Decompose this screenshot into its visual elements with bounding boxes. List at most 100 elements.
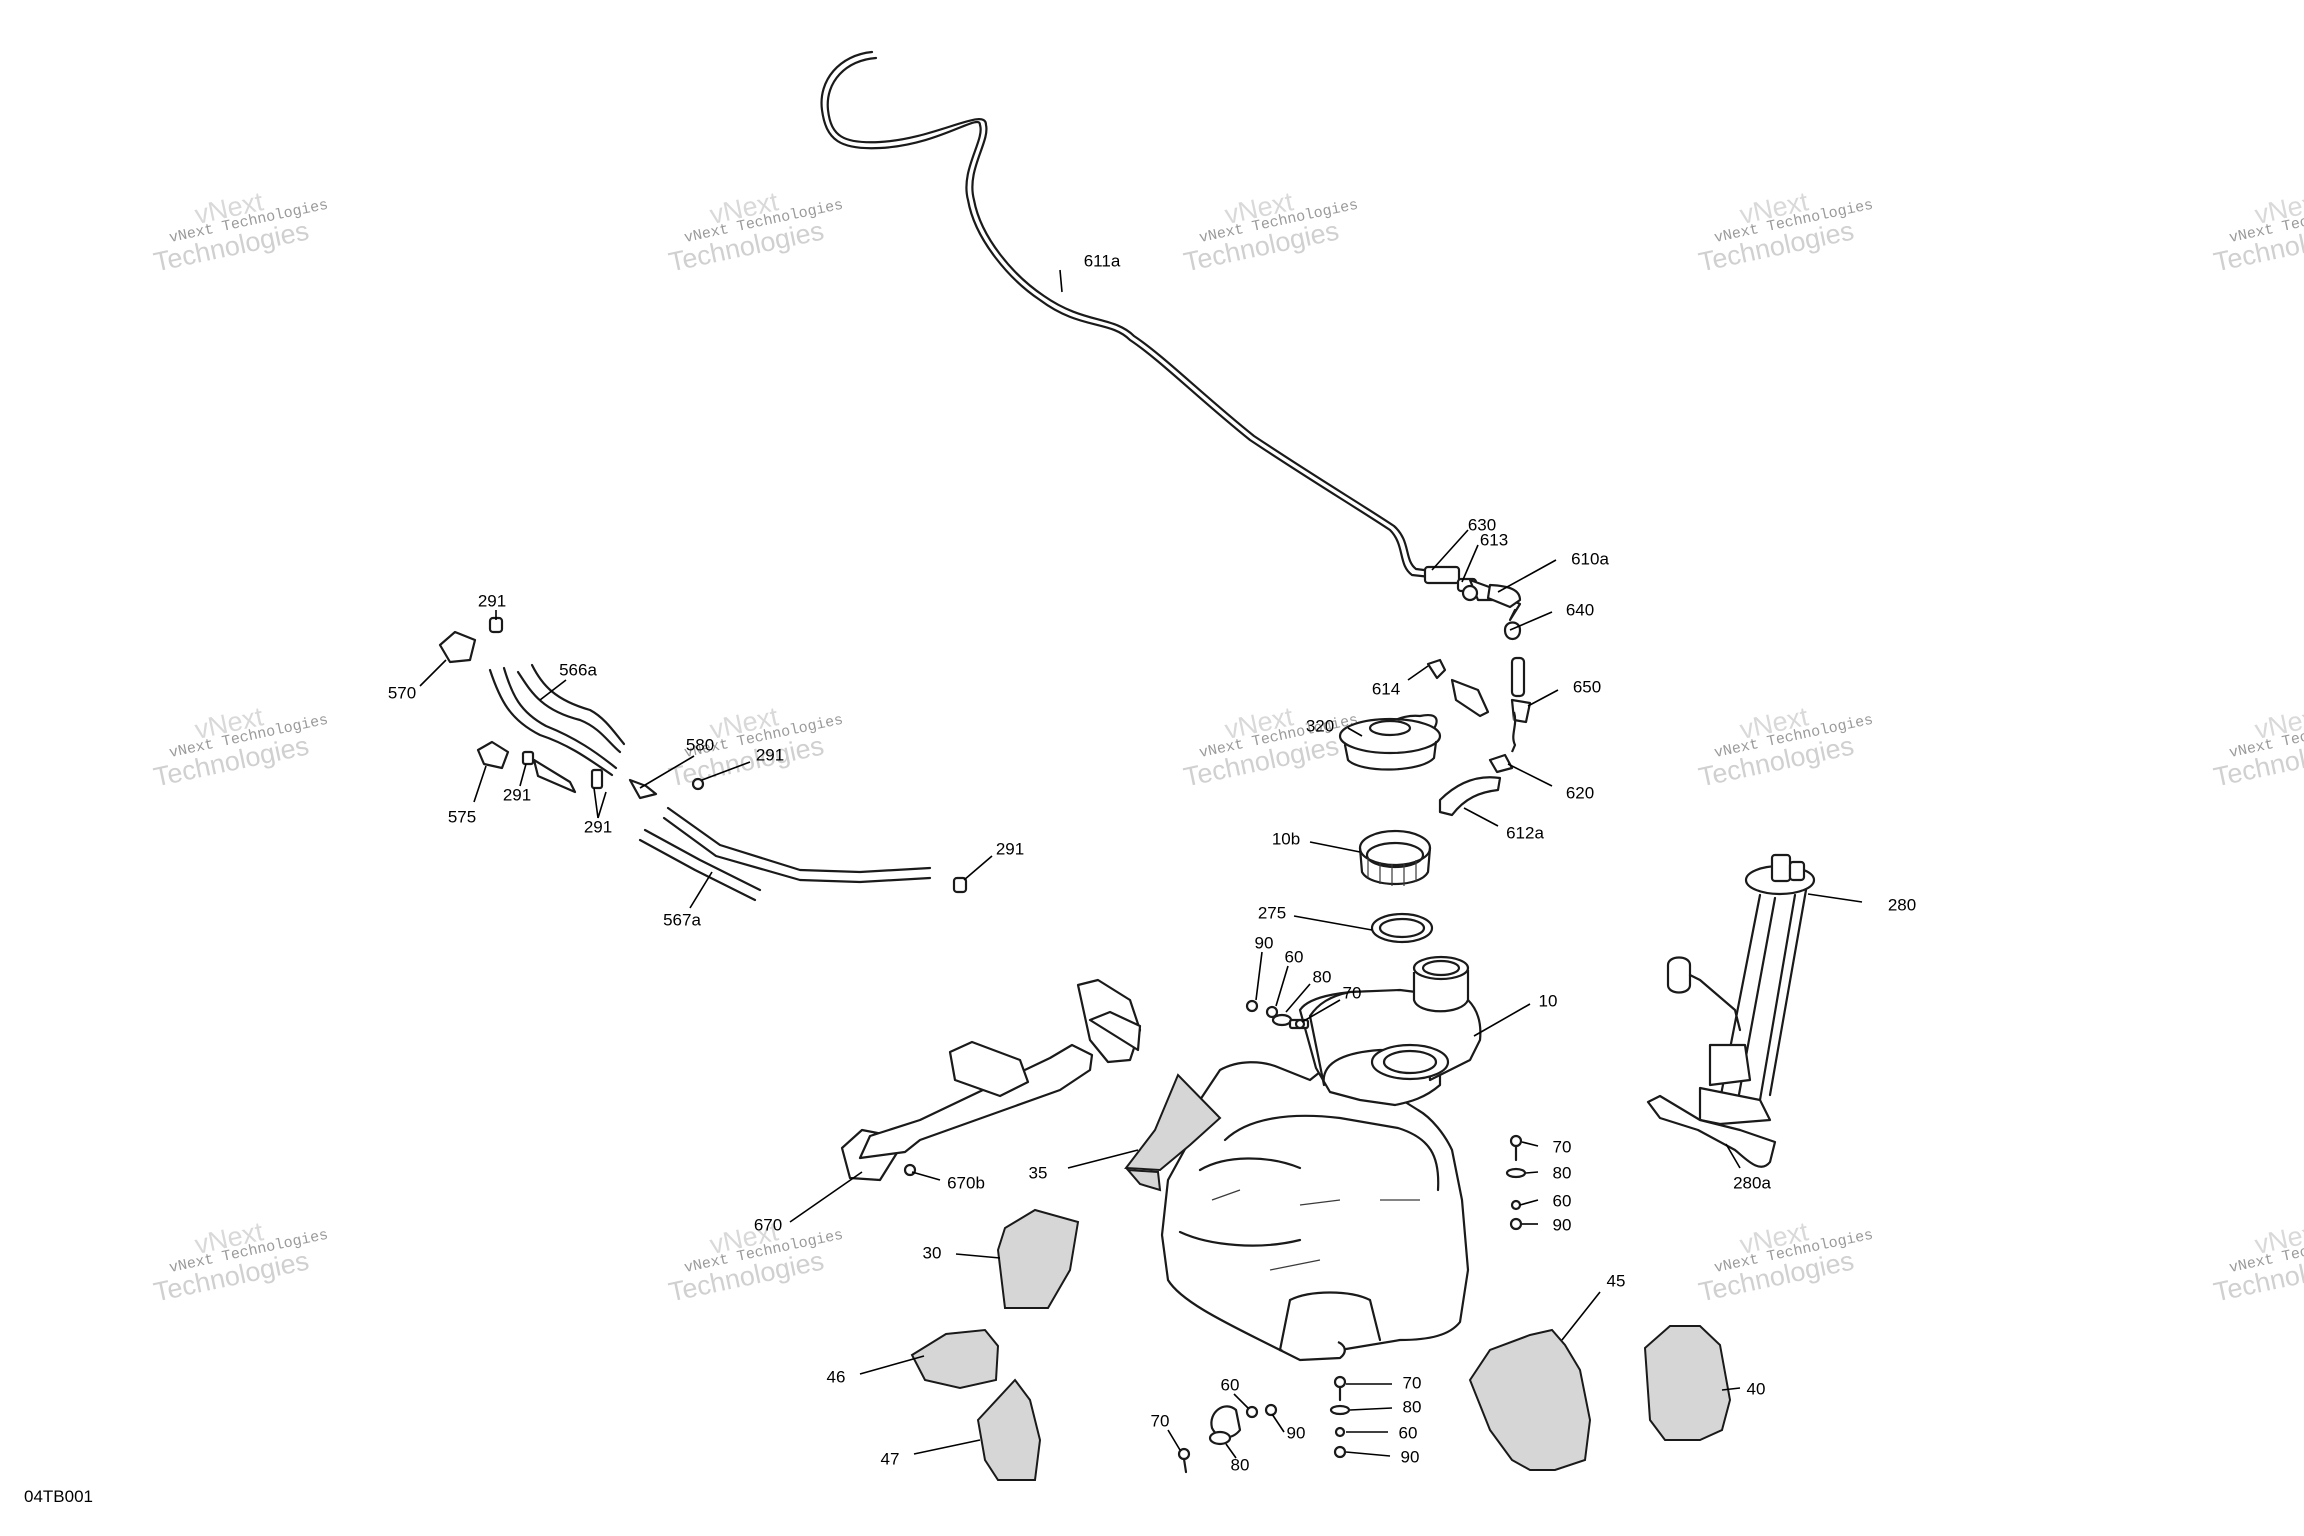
- callout-leader: [593, 787, 599, 819]
- callout-leader: [539, 679, 567, 701]
- callout-label: 670b: [947, 1173, 985, 1192]
- callout-label: 70: [1343, 983, 1362, 1002]
- callout-leader: [701, 761, 751, 781]
- callout-leader: [1293, 915, 1373, 931]
- fasteners: [1177, 999, 1527, 1474]
- callout-leader: [1059, 269, 1063, 293]
- callout-leader: [955, 1253, 1001, 1259]
- callout-label: 280a: [1733, 1173, 1771, 1192]
- heat-shield-45: [1468, 1328, 1592, 1471]
- fuel-tank-10: [1160, 955, 1482, 1362]
- callout-leader: [1345, 1451, 1391, 1457]
- callout-leader: [789, 1171, 863, 1223]
- callout-leader: [1347, 727, 1363, 737]
- callout-label: 35: [1029, 1163, 1048, 1182]
- callout-leader: [1521, 1141, 1539, 1147]
- callout-leader: [1473, 1003, 1531, 1037]
- callout-label: 90: [1401, 1447, 1420, 1466]
- callout-leader: [1507, 763, 1553, 787]
- callout-label: 650: [1573, 677, 1601, 696]
- fuel-lines-566a-567a: [438, 616, 968, 902]
- heat-shield-30: [996, 1208, 1080, 1309]
- callout-label: 80: [1403, 1397, 1422, 1416]
- fuel-pump-280: [1646, 853, 1816, 1168]
- callout-leader: [1255, 951, 1263, 1001]
- callout-leader: [859, 1355, 925, 1375]
- callout-leader: [1721, 1387, 1741, 1391]
- heat-shield-35: [1124, 1073, 1222, 1192]
- gasket-275: [1370, 912, 1434, 944]
- callout-label: 10: [1539, 991, 1558, 1010]
- callout-label: 60: [1399, 1423, 1418, 1442]
- callout-label: 90: [1287, 1423, 1306, 1442]
- callout-label: 70: [1403, 1373, 1422, 1392]
- callout-label: 70: [1553, 1137, 1572, 1156]
- callout-leader: [419, 659, 447, 687]
- callout-leader: [1461, 544, 1479, 583]
- callout-label: 70: [1151, 1411, 1170, 1430]
- callout-leader: [1167, 1429, 1181, 1451]
- callout-leader: [1431, 529, 1469, 571]
- callout-label: 275: [1258, 903, 1286, 922]
- callout-leader: [1519, 1199, 1539, 1206]
- callout-leader: [1233, 1393, 1249, 1409]
- callout-leader: [1497, 559, 1557, 593]
- callout-leader: [1525, 1171, 1539, 1174]
- callout-leader: [1527, 689, 1559, 707]
- callout-label: 60: [1285, 947, 1304, 966]
- callout-leader: [1407, 665, 1429, 681]
- callout-leader: [1807, 893, 1863, 903]
- callout-leader: [1285, 983, 1311, 1013]
- callout-leader: [1463, 807, 1499, 827]
- callout-label: 570: [388, 683, 416, 702]
- callout-label: 47: [881, 1449, 900, 1468]
- callout-label: 620: [1566, 783, 1594, 802]
- callout-label: 580: [686, 735, 714, 754]
- diagram-code: 04TB001: [24, 1487, 93, 1506]
- callout-label: 46: [827, 1367, 846, 1386]
- callout-leader: [1271, 1413, 1285, 1433]
- callout-label: 567a: [663, 910, 701, 929]
- callout-label: 630: [1468, 515, 1496, 534]
- callout-label: 640: [1566, 600, 1594, 619]
- callout-leader: [597, 791, 607, 819]
- callout-label: 30: [923, 1243, 942, 1262]
- callout-leader: [519, 763, 527, 787]
- callout-label: 291: [503, 785, 531, 804]
- callout-leader: [1067, 1149, 1139, 1169]
- callout-leader: [1309, 841, 1361, 853]
- callout-label: 90: [1255, 933, 1274, 952]
- callout-label: 612a: [1506, 823, 1544, 842]
- callout-label: 90: [1553, 1215, 1572, 1234]
- callout-label: 80: [1553, 1163, 1572, 1182]
- callout-label: 45: [1607, 1271, 1626, 1290]
- callout-leader: [1301, 999, 1341, 1023]
- callout-label: 80: [1313, 967, 1332, 986]
- callout-label: 280: [1888, 895, 1916, 914]
- callout-label: 613: [1480, 530, 1508, 549]
- callout-label: 611a: [1084, 251, 1121, 270]
- callout-leader: [1275, 965, 1289, 1007]
- callout-label: 291: [478, 591, 506, 610]
- callout-label: 60: [1221, 1375, 1240, 1394]
- callout-label: 566a: [559, 660, 597, 679]
- callout-leader: [473, 765, 487, 803]
- mount-bracket-670: [840, 978, 1142, 1182]
- callout-label: 614: [1372, 679, 1400, 698]
- callout-leader: [1225, 1443, 1237, 1459]
- heat-shield-40: [1643, 1325, 1732, 1441]
- callout-label: 670: [754, 1215, 782, 1234]
